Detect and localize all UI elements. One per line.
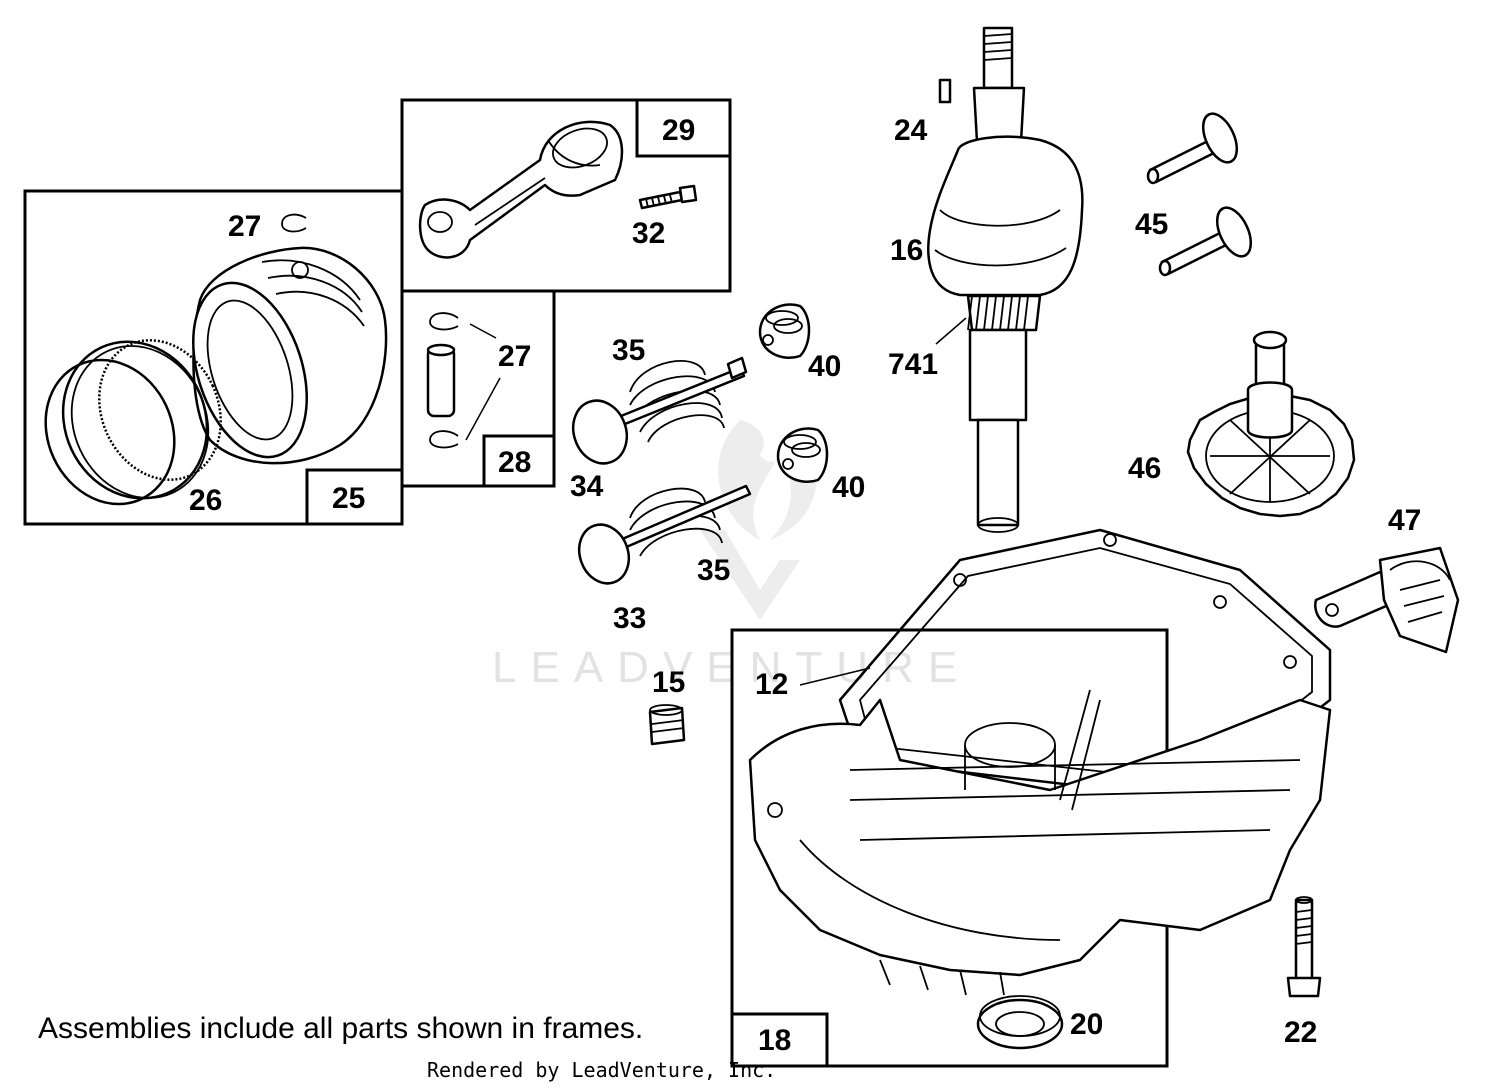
callout-27-top: 27 (228, 210, 261, 243)
pin-45-upper-part (1146, 112, 1239, 185)
render-credit: Rendered by LeadVenture, Inc. (427, 1058, 777, 1082)
callout-35-upper: 35 (612, 334, 645, 367)
frame-29: 29 (400, 98, 732, 293)
pin-45-lower-part (1158, 206, 1253, 277)
callout-34: 34 (570, 470, 604, 503)
wrist-pin-clip-lower (429, 430, 459, 449)
crankshaft-part (927, 26, 1084, 533)
piston-rings-part (44, 339, 222, 506)
assemblies-note: Assemblies include all parts shown in fr… (38, 1012, 644, 1045)
callout-12: 12 (755, 668, 788, 701)
callout-33: 33 (613, 602, 646, 635)
sump-part (748, 689, 1332, 996)
drain-plug-part (648, 704, 686, 746)
callout-26: 26 (189, 484, 222, 517)
rod-bolt-part (638, 184, 698, 210)
callout-22: 22 (1284, 1016, 1317, 1049)
callout-35-lower: 35 (697, 554, 730, 587)
callout-47: 47 (1388, 504, 1421, 537)
leader-12 (799, 667, 871, 686)
callout-27-frame: 27 (498, 340, 531, 373)
frame-25-label: 25 (332, 482, 365, 515)
frame-18-label: 18 (758, 1024, 791, 1057)
gasket-part (838, 528, 1332, 802)
callout-46: 46 (1128, 452, 1161, 485)
wrist-pin-clip-upper (429, 312, 459, 331)
callout-24: 24 (894, 114, 928, 147)
valve-34-part (571, 356, 748, 465)
oil-seal-part (976, 995, 1064, 1050)
governor-assembly-part (1314, 546, 1460, 654)
crankshaft-key-part (938, 78, 952, 104)
piston-part (192, 246, 388, 465)
leader-741 (935, 317, 967, 345)
wrist-pin-part (426, 343, 456, 418)
leader-27-frame (465, 323, 501, 441)
callout-32: 32 (632, 217, 665, 250)
callout-40-upper: 40 (808, 350, 841, 383)
valve-retainer-upper-part (758, 303, 811, 359)
bolt-22-part (1286, 896, 1322, 998)
watermark-text: LEADVENTURE (492, 643, 971, 692)
callout-16: 16 (890, 234, 923, 267)
frame-28-label: 28 (498, 446, 531, 479)
valve-33-part (577, 484, 752, 585)
callout-45: 45 (1135, 208, 1168, 241)
connecting-rod-part (418, 120, 624, 259)
valve-retainer-lower-part (776, 427, 829, 483)
callout-15: 15 (652, 666, 685, 699)
camshaft-gear-part (1186, 330, 1356, 518)
leadventure-watermark: LEADVENTURE (492, 420, 971, 692)
callout-20: 20 (1070, 1008, 1103, 1041)
frame-29-label: 29 (662, 114, 695, 147)
piston-clip-27-top (281, 213, 307, 233)
frame-28: 28 (400, 289, 556, 488)
callout-40-lower: 40 (832, 471, 865, 504)
callout-741: 741 (888, 348, 938, 381)
